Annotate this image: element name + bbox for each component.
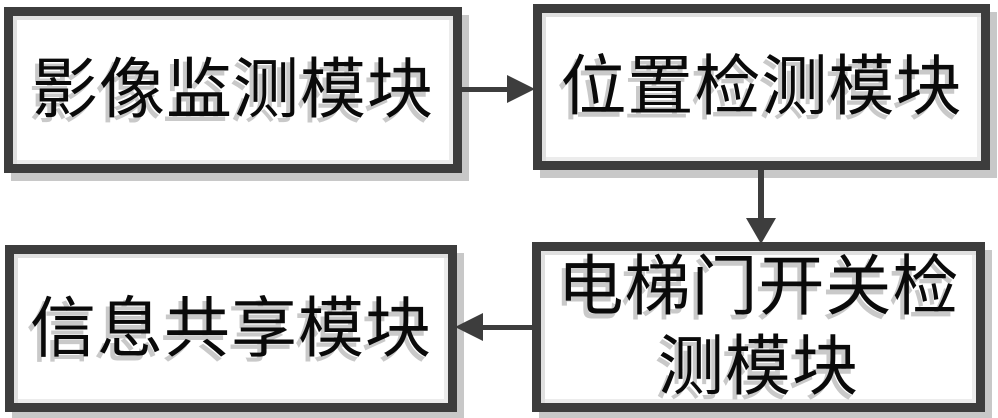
module-box-position-detection: 位置检测模块: [533, 4, 990, 170]
arrow-down-icon: [746, 218, 776, 244]
connector-line: [462, 87, 510, 92]
module-label-elevator-door-switch-detection: 电梯门开关检测模块: [557, 248, 960, 405]
module-label-position-detection: 位置检测模块: [560, 48, 963, 125]
arrow-left-icon: [455, 313, 483, 341]
arrow-right-icon: [507, 75, 535, 103]
connector-line: [758, 170, 764, 219]
connector-line: [482, 325, 532, 330]
module-label-image-monitoring: 影像监测模块: [32, 51, 434, 128]
module-box-image-monitoring: 影像监测模块: [4, 7, 462, 173]
module-label-information-sharing: 信息共享模块: [30, 289, 432, 367]
module-box-elevator-door-switch-detection: 电梯门开关检测模块: [532, 242, 985, 412]
module-box-information-sharing: 信息共享模块: [5, 245, 457, 412]
